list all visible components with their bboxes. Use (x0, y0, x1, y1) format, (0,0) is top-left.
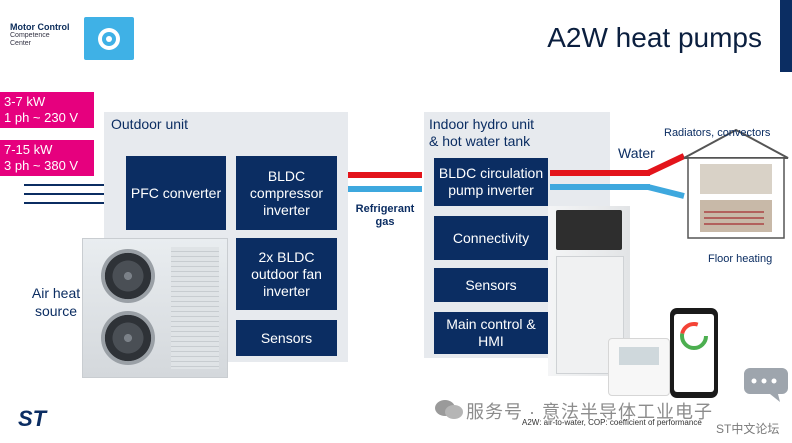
outdoor-sensors-box: Sensors (236, 320, 337, 356)
water-cold-pipe (550, 184, 650, 190)
indoor-unit-image (548, 206, 630, 376)
title-accent-bar (780, 0, 792, 72)
unit-grille (171, 247, 219, 369)
mcc-logo-text: Motor Control Competence Center (10, 22, 69, 48)
logo-line2: Competence (10, 32, 50, 40)
phone-image (670, 308, 718, 398)
page-title: A2W heat pumps (547, 22, 762, 53)
logo-line3: Center (10, 40, 32, 48)
thermostat-image (608, 338, 670, 396)
phone-screen (674, 314, 714, 392)
power-line (24, 184, 104, 186)
wechat-icon (435, 400, 463, 419)
outdoor-unit-label: Outdoor unit (111, 116, 189, 132)
chat-bubble-icon (744, 368, 788, 402)
water-hot-pipe (550, 170, 650, 176)
fan-inverter-box: 2x BLDC outdoor fan inverter (236, 238, 337, 310)
pump-inverter-box: BLDC circulation pump inverter (434, 158, 548, 206)
radiators-label: Radiators, convectors (664, 127, 771, 139)
indoor-sensors-box: Sensors (434, 268, 548, 302)
thermostat-display (619, 347, 659, 365)
main-control-box: Main control & HMI (434, 312, 548, 354)
single-phase-voltage: 1 ph ~ 230 V (4, 110, 79, 125)
refrigerant-label: Refrigerant gas (355, 203, 415, 228)
three-phase-voltage: 3 ph ~ 380 V (4, 158, 79, 173)
gauge-icon (680, 322, 708, 350)
indoor-unit-label: Indoor hydro unit & hot water tank (429, 116, 534, 150)
indoor-label-line2: & hot water tank (429, 133, 531, 149)
three-phase-power: 7-15 kW (4, 142, 53, 157)
single-phase-power: 3-7 kW (4, 94, 46, 109)
control-display (556, 210, 622, 250)
house-icon (683, 128, 789, 239)
compressor-inverter-box: BLDC compressor inverter (236, 156, 337, 230)
motor-icon (98, 27, 120, 50)
st-logo: ST (18, 406, 47, 431)
power-line (24, 193, 104, 195)
watermark-text: 服务号 · 意法半导体工业电子 (466, 402, 713, 422)
mcc-logo-icon (84, 17, 134, 60)
three-phase-box: 7-15 kW 3 ph ~ 380 V (0, 140, 94, 176)
indoor-label-line1: Indoor hydro unit (429, 116, 535, 132)
logo-line1: Motor Control (10, 22, 70, 32)
outdoor-unit-image (82, 238, 228, 378)
fan-icon (101, 311, 155, 365)
forum-label: ST中文论坛 (716, 422, 780, 436)
connectivity-box: Connectivity (434, 216, 548, 260)
power-line (24, 202, 104, 204)
refrigerant-cold-pipe (348, 186, 422, 192)
pipe-bend (646, 153, 686, 199)
fan-icon (101, 249, 155, 303)
single-phase-box: 3-7 kW 1 ph ~ 230 V (0, 92, 94, 128)
floor-heating-label: Floor heating (708, 253, 773, 265)
air-heat-source-label: Air heat source (31, 285, 81, 319)
pfc-converter-box: PFC converter (126, 156, 226, 230)
water-label: Water (618, 145, 655, 161)
footnote: A2W: air-to-water, COP: coefficient of p… (522, 418, 702, 427)
refrigerant-hot-pipe (348, 172, 422, 178)
